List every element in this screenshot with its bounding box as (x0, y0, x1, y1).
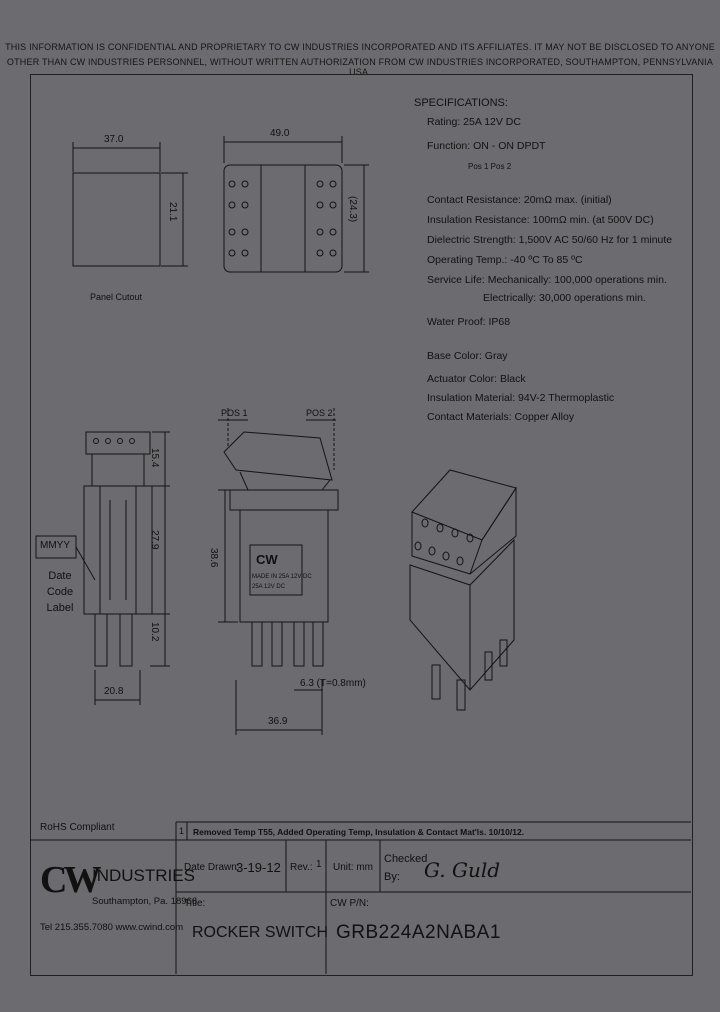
pos2-label: POS 2 (306, 408, 333, 418)
dim-side-h3: 10.2 (149, 622, 160, 642)
iso-actuator (411, 469, 517, 541)
dim-top-height: (24.3) (347, 196, 358, 223)
title-label: Title: (184, 898, 206, 909)
pn-label: CW P/N: (330, 898, 369, 909)
confidential-notice-line1: THIS INFORMATION IS CONFIDENTIAL AND PRO… (5, 42, 715, 52)
revision-description: Removed Temp T55, Added Operating Temp, … (193, 827, 525, 837)
dim-top-width: 49.0 (270, 128, 290, 139)
dim-front-height: 38.6 (208, 548, 219, 568)
date-drawn-value: 3-19-12 (236, 860, 281, 875)
panel-cutout-label: Panel Cutout (90, 292, 143, 302)
unit-label: Unit: mm (333, 862, 373, 873)
spec-base-color: Base Color: Gray (427, 350, 508, 362)
drawing-frame (30, 74, 693, 976)
spec-dielectric: Dielectric Strength: 1,500V AC 50/60 Hz … (427, 234, 673, 246)
specs-heading: SPECIFICATIONS: (414, 97, 508, 109)
checked-by-label: Checked By: (384, 853, 428, 883)
revision-number: 1 (179, 826, 185, 836)
panel-cutout-outline (72, 172, 161, 267)
company-name: INDUSTRIES (92, 866, 195, 885)
company-address: Southampton, Pa. 18966 (92, 896, 198, 907)
front-actuator (223, 431, 333, 481)
date-drawn-label: Date Drawn: (184, 862, 240, 873)
drawing-title: ROCKER SWITCH (192, 924, 328, 941)
date-code-box-text: MMYY (40, 540, 70, 551)
spec-actuator-color: Actuator Color: Black (427, 373, 526, 385)
part-number: GRB224A2NABA1 (336, 922, 501, 943)
dim-side-h1: 15.4 (149, 448, 160, 468)
confidential-notice-line2: OTHER THAN CW INDUSTRIES PERSONNEL, WITH… (6, 57, 714, 77)
front-label-line2: MADE IN 25A 12V DC (252, 574, 312, 580)
spec-service-life-elec: Electrically: 30,000 operations min. (483, 292, 646, 304)
pos1-label: POS 1 (221, 408, 248, 418)
dim-terminal: 6.3 (T=0.8mm) (300, 678, 366, 689)
top-view-outline (223, 164, 343, 273)
spec-insulation-material: Insulation Material: 94V-2 Thermoplastic (427, 392, 615, 404)
spec-contact-resistance: Contact Resistance: 20mΩ max. (initial) (427, 194, 612, 206)
company-phone: Tel 215.355.7080 www.cwind.com (40, 922, 184, 933)
dim-side-h2: 27.9 (149, 530, 160, 550)
dim-front-width: 36.9 (268, 716, 288, 727)
date-code-label: Date Code Label (46, 570, 74, 614)
spec-water-proof: Water Proof: IP68 (427, 316, 511, 328)
rev-label: Rev.: (290, 862, 313, 873)
spec-contact-material: Contact Materials: Copper Alloy (427, 411, 575, 423)
front-label-line3: 25A 12V DC (252, 584, 286, 590)
checked-signature: G. Guld (424, 858, 501, 882)
spec-operating-temp: Operating Temp.: -40 ºC To 85 ºC (427, 254, 583, 266)
dim-panel-width: 37.0 (104, 134, 124, 145)
dim-panel-height: 21.1 (167, 202, 178, 222)
iso-body (409, 538, 515, 691)
spec-function: Function: ON - ON DPDT (427, 140, 546, 152)
front-label-logo: CW (256, 552, 278, 567)
side-body (83, 485, 153, 615)
spec-service-life-mech: Service Life: Mechanically: 100,000 oper… (427, 274, 667, 286)
rohs-label: RoHS Compliant (40, 822, 115, 833)
rev-value: 1 (316, 859, 322, 870)
cw-logo: CW (40, 859, 101, 901)
spec-positions: Pos 1 Pos 2 (468, 162, 512, 171)
dim-side-width: 20.8 (104, 686, 124, 697)
spec-insulation-resistance: Insulation Resistance: 100mΩ min. (at 50… (427, 214, 654, 226)
spec-rating: Rating: 25A 12V DC (427, 116, 521, 128)
front-body (239, 509, 329, 623)
